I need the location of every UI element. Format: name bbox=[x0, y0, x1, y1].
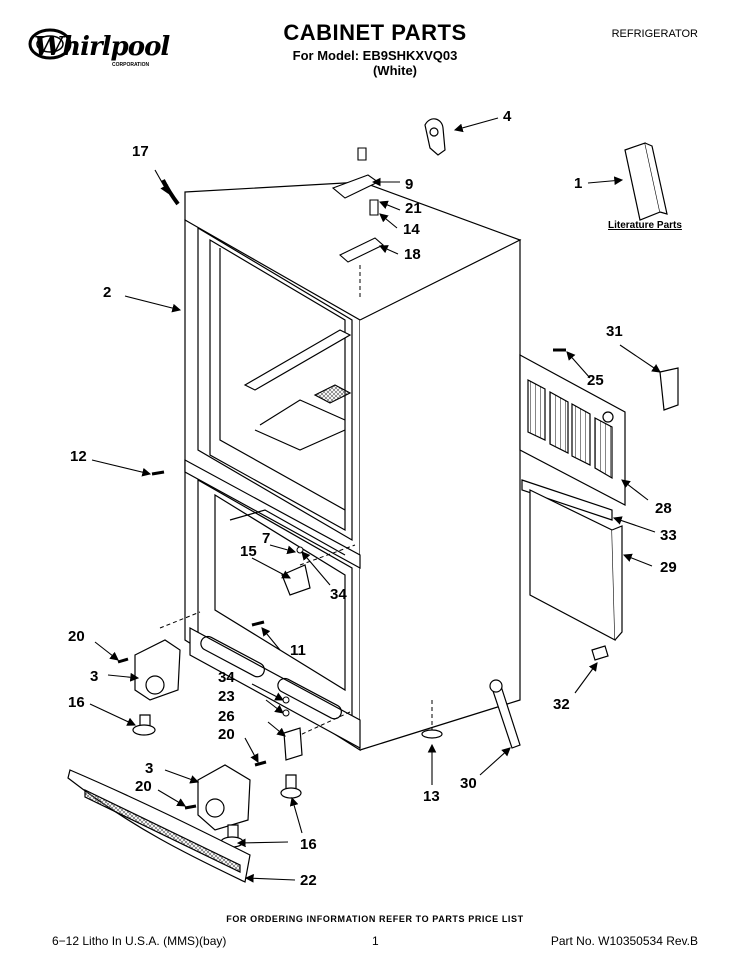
callout-22: 22 bbox=[300, 872, 317, 889]
roller-assembly-upper bbox=[132, 639, 181, 736]
callout-17: 17 bbox=[132, 143, 149, 160]
callout-30: 30 bbox=[460, 775, 477, 792]
callout-23: 23 bbox=[218, 688, 235, 705]
callout-16-left: 16 bbox=[68, 694, 85, 711]
callout-11: 11 bbox=[290, 642, 306, 659]
cabinet-body bbox=[184, 181, 522, 752]
model-line: For Model: EB9SHKXVQ03 bbox=[292, 48, 458, 63]
whirlpool-swirl-icon bbox=[28, 28, 72, 60]
callout-15: 15 bbox=[240, 543, 257, 560]
callout-4: 4 bbox=[503, 108, 512, 125]
callout-31: 31 bbox=[606, 323, 623, 340]
callout-20-lower: 20 bbox=[135, 778, 152, 795]
callout-34-upper: 34 bbox=[330, 586, 347, 603]
callout-16-lower: 16 bbox=[300, 836, 317, 853]
callout-20-middle: 20 bbox=[218, 726, 235, 743]
whirlpool-logo: Whirlpool CORPORATION bbox=[28, 22, 170, 72]
callout-13: 13 bbox=[423, 788, 440, 805]
callout-21: 21 bbox=[405, 200, 422, 217]
callout-1: 1 bbox=[574, 175, 583, 192]
callout-20-left: 20 bbox=[68, 628, 85, 645]
callout-25: 25 bbox=[587, 372, 604, 389]
litho-info: 6−12 Litho In U.S.A. (MMS)(bay) bbox=[52, 934, 227, 948]
callout-18: 18 bbox=[404, 246, 421, 263]
callout-7: 7 bbox=[262, 530, 271, 547]
logo-wordmark: Whirlpool bbox=[34, 32, 170, 62]
callout-3-lower: 3 bbox=[145, 760, 154, 777]
callout-32: 32 bbox=[553, 696, 570, 713]
literature-booklet bbox=[624, 142, 668, 221]
model-info: For Model: EB9SHKXVQ03 (White) bbox=[220, 48, 530, 78]
callout-12: 12 bbox=[70, 448, 87, 465]
page-number: 1 bbox=[372, 934, 379, 948]
callout-3-upper: 3 bbox=[90, 668, 99, 685]
logo-subtext: CORPORATION bbox=[112, 62, 150, 68]
callout-2: 2 bbox=[103, 284, 112, 301]
hinge-cover-part bbox=[424, 118, 446, 156]
part-number: Part No. W10350534 Rev.B bbox=[550, 934, 698, 948]
ordering-note: FOR ORDERING INFORMATION REFER TO PARTS … bbox=[226, 914, 524, 924]
literature-parts-label: Literature Parts bbox=[608, 220, 682, 231]
rear-access-cover bbox=[519, 353, 626, 506]
callout-9: 9 bbox=[405, 176, 414, 193]
callout-34-lower: 34 bbox=[218, 669, 235, 686]
color-line: (White) bbox=[372, 63, 418, 78]
callout-26: 26 bbox=[218, 708, 235, 725]
toe-grille bbox=[67, 769, 251, 883]
page-title: CABINET PARTS bbox=[283, 20, 467, 45]
product-category: REFRIGERATOR bbox=[611, 28, 698, 40]
callout-14: 14 bbox=[403, 221, 420, 238]
callout-29: 29 bbox=[660, 559, 677, 576]
callout-33: 33 bbox=[660, 527, 677, 544]
callout-28: 28 bbox=[655, 500, 672, 517]
